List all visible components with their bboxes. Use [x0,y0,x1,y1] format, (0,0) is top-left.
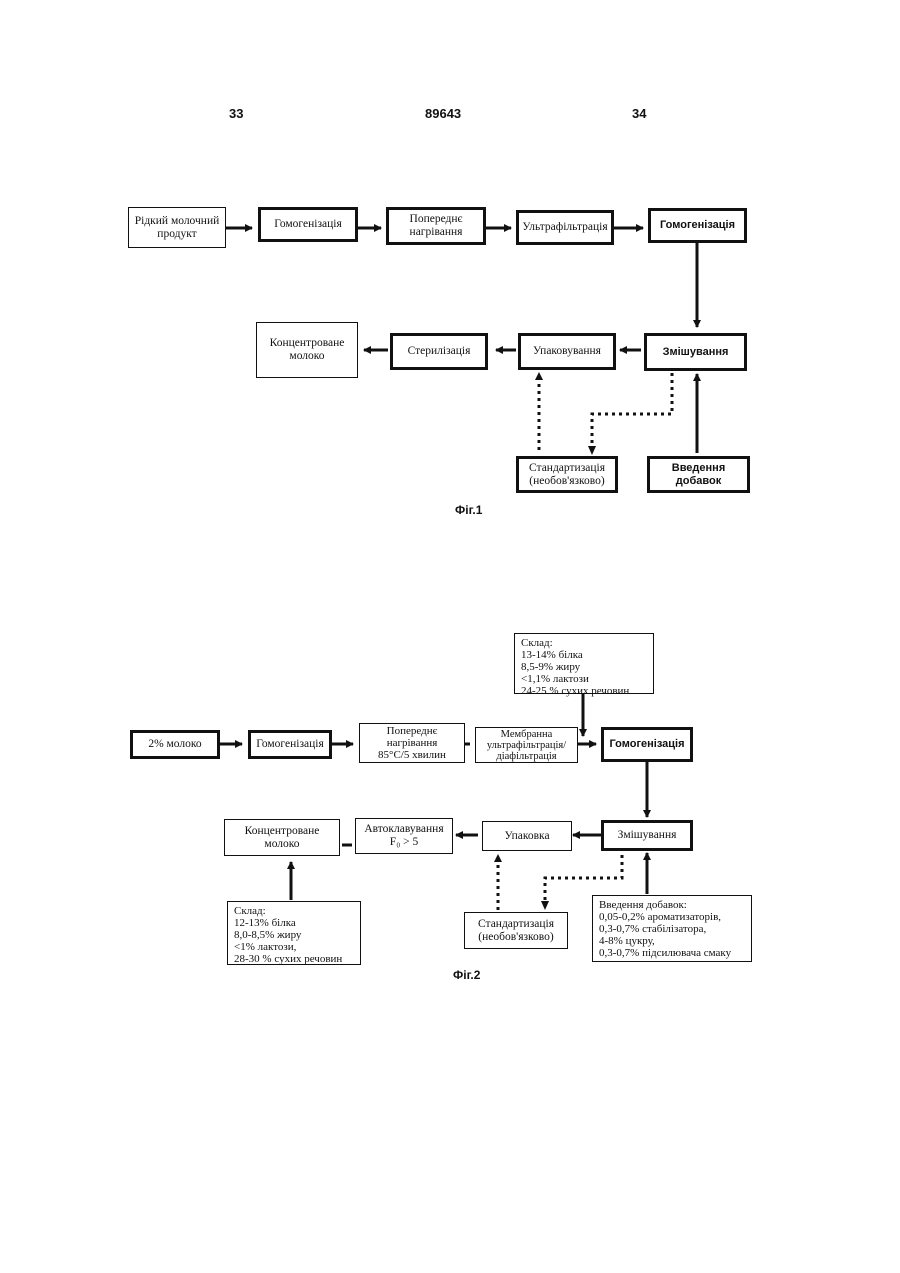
f2-additives-box: Введення добавок: 0,05-0,2% ароматизатор… [592,895,752,962]
f1-homogenization-box: Гомогенізація [258,207,358,242]
dotted-f1-2 [592,373,672,447]
f2-composition-top-box: Склад: 13-14% білка 8,5-9% жиру <1,1% ла… [514,633,654,694]
f1-ultrafiltration-box: Ультрафільтрація [516,210,614,245]
f2-homogenization-box: Гомогенізація [248,730,332,759]
f1-liquid-dairy-box: Рідкий молочний продукт [128,207,226,248]
f2-composition-bottom-box: Склад: 12-13% білка 8,0-8,5% жиру <1% ла… [227,901,361,965]
fig2-caption: Фіг.2 [453,968,480,982]
f1-sterilization-box: Стерилізація [390,333,488,370]
f2-packaging-box: Упаковка [482,821,572,851]
f2-mixing-box: Змішування [601,820,693,851]
f1-packaging-box: Упаковування [518,333,616,370]
f2-milk-box: 2% молоко [130,730,220,759]
f2-autoclaving-box: Автоклавування F₀ > 5 [355,818,453,854]
f2-standardization-box: Стандартизація (необов'язково) [464,912,568,949]
f1-standardization-box: Стандартизація (необов'язково) [516,456,618,493]
f2-homogenization2-box: Гомогенізація [601,727,693,762]
fig1-caption: Фіг.1 [455,503,482,517]
f2-concentrated-milk-box: Концентроване молоко [224,819,340,856]
f1-preheating-box: Попереднє нагрівання [386,207,486,245]
f1-additives-box: Введення добавок [647,456,750,493]
f2-membrane-box: Мембранна ультрафільтрація/ діафільтраці… [475,727,578,763]
f1-concentrated-milk-box: Концентроване молоко [256,322,358,378]
f1-homogenization2-box: Гомогенізація [648,208,747,243]
f1-mixing-box: Змішування [644,333,747,371]
f2-preheating-box: Попереднє нагрівання 85°C/5 хвилин [359,723,465,763]
